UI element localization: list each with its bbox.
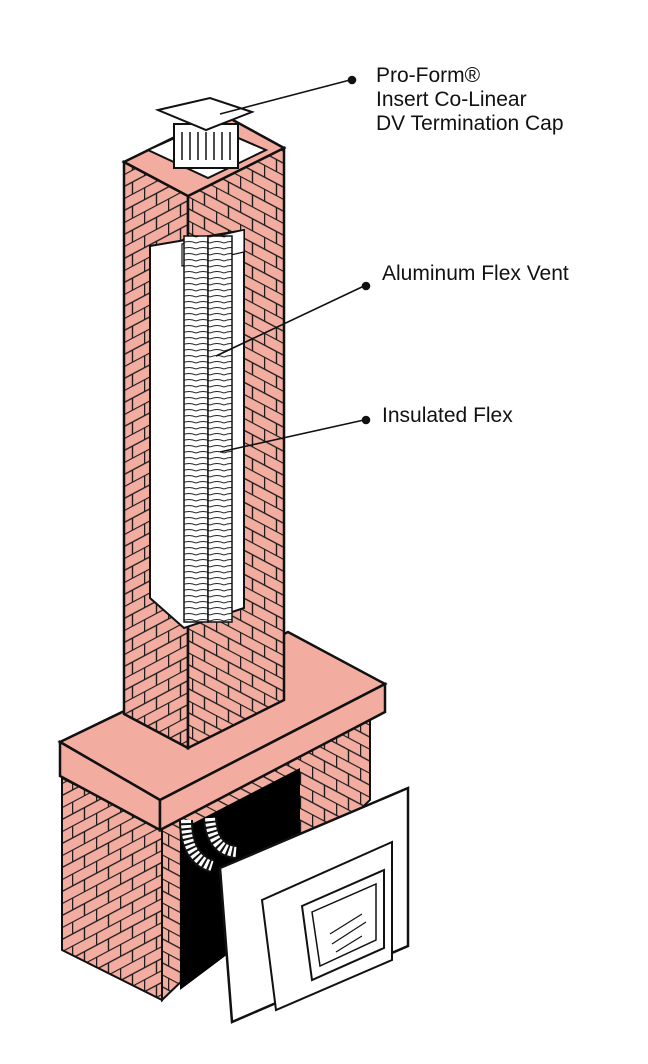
cap-callout-line-1: Pro-Form® <box>376 64 481 87</box>
leader-lines <box>215 75 371 453</box>
flex-elbow-left-fill <box>181 819 214 871</box>
mantel-side <box>158 681 387 833</box>
flex-vent-assembly <box>179 235 238 873</box>
cap-leader-dot <box>347 75 357 85</box>
insulated-flex-callout-label: Insulated Flex <box>382 404 513 427</box>
insulated-flex-callout: Insulated Flex <box>382 404 513 428</box>
cap-louvers <box>181 132 231 160</box>
cap-leader-line <box>219 79 351 115</box>
aluminum-flex-leader-line <box>215 285 365 357</box>
cap-callout-line-3: DV Termination Cap <box>376 112 564 135</box>
aluminum-flex-pipe <box>207 235 233 623</box>
flex-elbow-right-fill <box>205 817 237 857</box>
insulated-flex-pipe <box>183 235 209 623</box>
termination-cap <box>145 96 269 180</box>
glass-reflection-lines <box>329 913 367 953</box>
fireplace-insert <box>218 786 410 1024</box>
cap-callout-line-2: Insert Co-Linear <box>376 88 527 111</box>
insulated-flex-leader-line <box>219 419 365 453</box>
aluminum-flex-callout: Aluminum Flex Vent <box>382 262 569 286</box>
aluminum-flex-callout-label: Aluminum Flex Vent <box>382 262 569 285</box>
cap-lid <box>154 96 255 132</box>
insulated-flex-leader-dot <box>361 415 371 425</box>
cap-callout: Pro-Form® Insert Co-Linear DV Terminatio… <box>376 64 564 136</box>
aluminum-flex-leader-dot <box>361 281 371 291</box>
